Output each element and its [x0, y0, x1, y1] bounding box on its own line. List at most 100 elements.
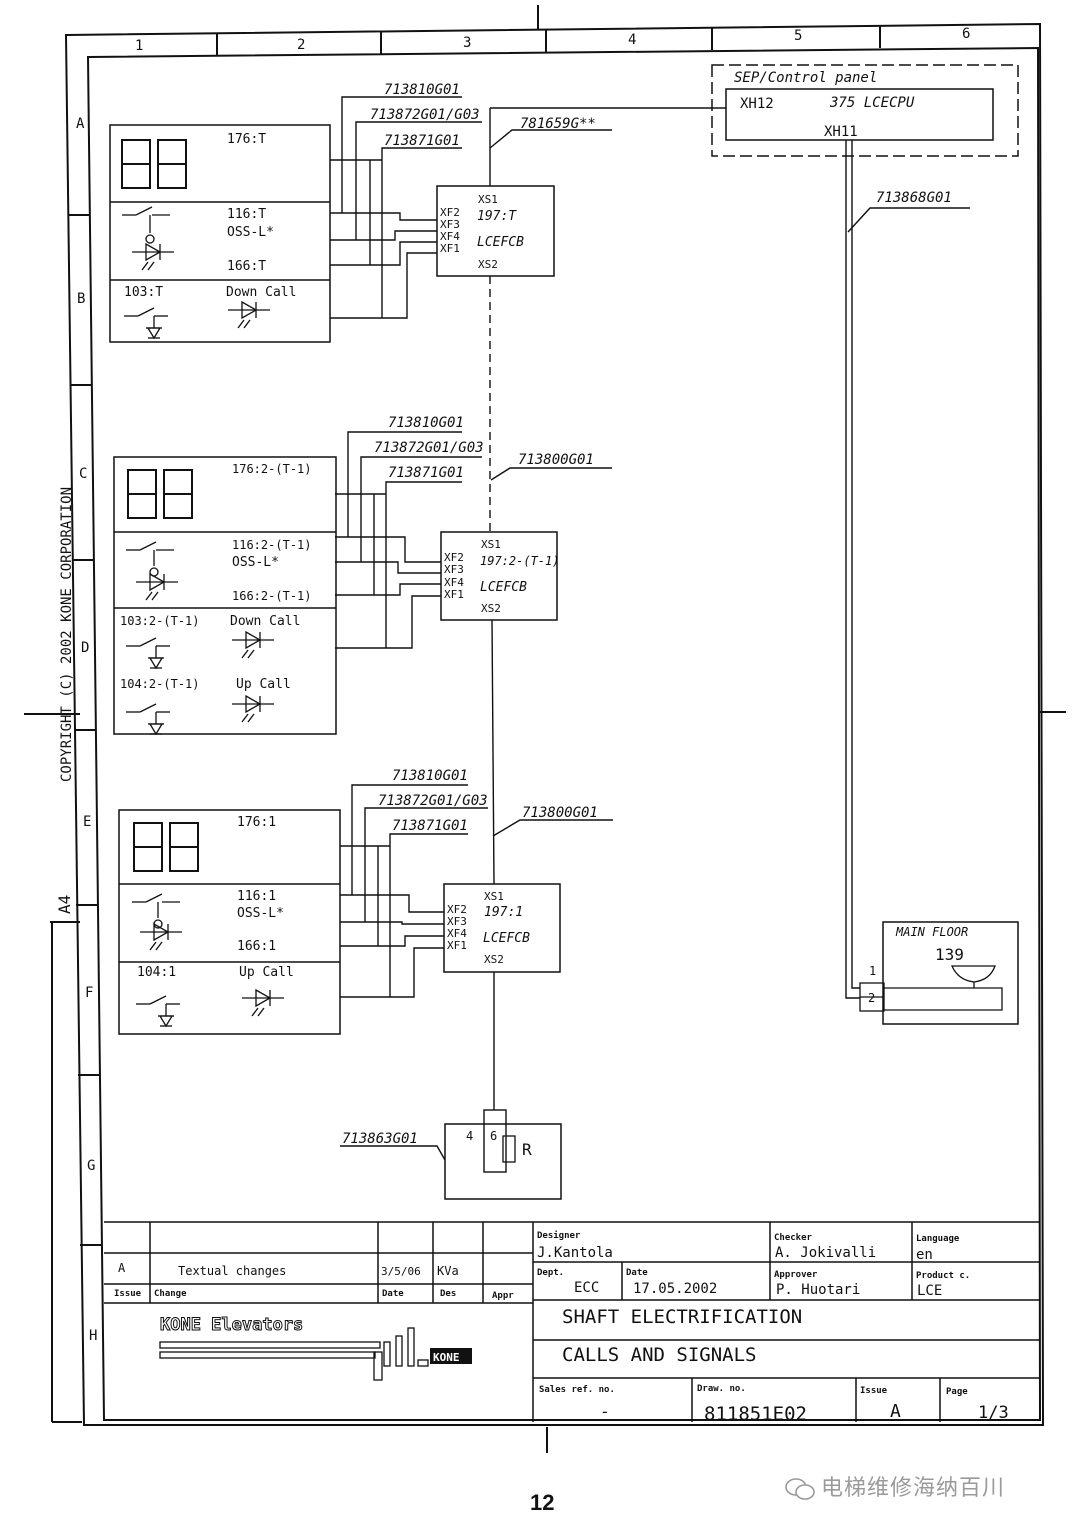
led-icon — [241, 989, 285, 1017]
xf1-label: XF1 — [444, 588, 464, 601]
oss-switch-icon — [132, 893, 180, 929]
cable-label: 713871G01 — [388, 465, 464, 481]
display-label: 176:1 — [237, 815, 276, 830]
row-label: B — [77, 291, 85, 307]
header-des: Des — [440, 1289, 456, 1299]
cable-label: 713872G01/G03 — [374, 440, 484, 456]
row-label: F — [85, 985, 93, 1001]
led-icon — [131, 243, 175, 271]
header-designer: Designer — [537, 1230, 581, 1241]
seven-segment-display-icon — [127, 469, 193, 519]
xs1-label: XS1 — [481, 538, 501, 551]
top-floor-fixture: 176:T 116:T OSS-L* 166:T 103:T Down Call — [109, 124, 331, 343]
cable-labels: 713810G01 713872G01/G03 713871G01 781659… — [342, 82, 952, 1147]
approver-name: P. Huotari — [776, 1282, 860, 1298]
frame-labels: 1 2 3 4 5 6 A B C D E F G H COPYRIGHT (C… — [55, 26, 970, 1344]
pin-label: 2 — [868, 991, 875, 1005]
main-floor-title: MAIN FLOOR — [895, 925, 968, 939]
push-button-icon — [125, 637, 171, 669]
cable-label: 713863G01 — [342, 1131, 418, 1147]
drawing-frame — [24, 5, 1066, 1453]
row-label: A — [76, 116, 85, 132]
display-label: 176:2-(T-1) — [232, 462, 311, 476]
led-icon — [139, 923, 183, 951]
column-label: 6 — [962, 26, 970, 42]
xh11-label: XH11 — [824, 124, 858, 140]
bus-terminator: 4 6 R — [444, 1123, 562, 1200]
cable-label: 713800G01 — [522, 805, 598, 821]
column-label: 5 — [794, 28, 802, 44]
lamp-label: 116:1 — [237, 889, 276, 904]
paper-size-label: A4 — [55, 895, 74, 914]
button-label: 103:2-(T-1) — [120, 614, 199, 628]
lcefcb-board-middle: XS1 197:2-(T-1) XF2 XF3 XF4 XF1 LCEFCB X… — [440, 531, 559, 621]
board-name: LCEFCB — [477, 235, 524, 250]
resistor-icon — [502, 1135, 516, 1163]
lamp2-label: 166:2-(T-1) — [232, 589, 311, 603]
language-value: en — [916, 1247, 933, 1263]
cable-label: 713872G01/G03 — [370, 107, 480, 123]
drawing-title-2: CALLS AND SIGNALS — [562, 1344, 756, 1366]
kone-logo: KONE — [159, 1327, 472, 1381]
header-appr: Appr — [492, 1291, 514, 1301]
xf4-label: XF4 — [440, 230, 460, 243]
cable-label: 713800G01 — [518, 452, 594, 468]
xf3-label: XF3 — [447, 915, 467, 928]
xf3-label: XF3 — [440, 218, 460, 231]
seven-segment-display-icon — [133, 822, 199, 872]
bottom-floor-fixture: 176:1 116:1 OSS-L* 166:1 104:1 Up Call — [118, 809, 341, 1035]
xf3-label: XF3 — [444, 563, 464, 576]
board-id: 197:T — [477, 209, 517, 224]
button-label: 104:2-(T-1) — [120, 677, 199, 691]
header-issue2: Issue — [860, 1386, 888, 1396]
header-page: Page — [946, 1387, 968, 1397]
xf2-label: XF2 — [444, 551, 464, 564]
lamp2-label: 166:T — [227, 259, 266, 274]
date-value: 17.05.2002 — [633, 1281, 717, 1297]
cable-label: 713871G01 — [384, 133, 460, 149]
row-label: H — [89, 1328, 97, 1344]
header-checker: Checker — [774, 1233, 813, 1243]
xs2-label: XS2 — [481, 602, 501, 615]
cable-label: 713810G01 — [392, 768, 468, 784]
sales-value: - — [600, 1402, 610, 1421]
lamp2-label: 166:1 — [237, 939, 276, 954]
led-icon — [227, 301, 271, 329]
board-name: LCEFCB — [480, 580, 527, 595]
revision-issue: A — [118, 1261, 126, 1275]
cable-label: 781659G** — [520, 116, 596, 132]
header-approver: Approver — [774, 1270, 818, 1280]
call-label: Down Call — [230, 614, 300, 629]
board-name: LCEFCB — [483, 931, 530, 946]
cable-label: 713872G01/G03 — [378, 793, 488, 809]
oss-switch-icon — [122, 206, 170, 244]
xs2-label: XS2 — [478, 258, 498, 271]
pin-label: 4 — [466, 1129, 473, 1143]
column-label: 2 — [297, 37, 305, 53]
push-button-icon — [125, 703, 171, 735]
column-label: 4 — [628, 32, 636, 48]
middle-floor-fixture: 176:2-(T-1) 116:2-(T-1) OSS-L* 166:2-(T-… — [113, 456, 337, 735]
sep-panel-title: SEP/Control panel — [734, 70, 877, 86]
lcefcb-board-bottom: XS1 197:1 XF2 XF3 XF4 XF1 LCEFCB XS2 — [443, 883, 561, 973]
oss-label: OSS-L* — [232, 555, 279, 570]
revision-date: 3/5/06 — [381, 1265, 421, 1278]
xf2-label: XF2 — [447, 903, 467, 916]
wiring — [330, 96, 970, 1173]
title-block — [104, 1221, 1040, 1422]
watermark-text: 电梯维修海纳百川 — [821, 1476, 1006, 1501]
xf4-label: XF4 — [447, 927, 467, 940]
drawing-number: 811851E02 — [704, 1403, 807, 1425]
dept-value: ECC — [574, 1280, 599, 1296]
board-id: 197:2-(T-1) — [480, 554, 559, 568]
row-label: C — [79, 466, 87, 482]
company-name: KONE Elevators — [160, 1315, 303, 1335]
xs1-label: XS1 — [478, 193, 498, 206]
header-issue: Issue — [114, 1289, 142, 1299]
page-number: 12 — [530, 1490, 555, 1515]
main-floor-gong: MAIN FLOOR 139 1 2 — [859, 921, 1019, 1025]
header-product: Product c. — [916, 1271, 970, 1281]
header-date: Date — [382, 1289, 404, 1299]
row-label: D — [81, 640, 89, 656]
